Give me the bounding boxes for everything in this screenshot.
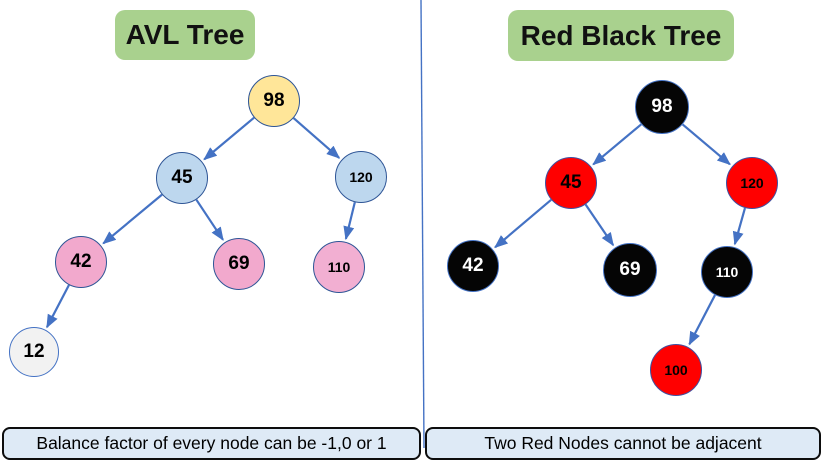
panel-divider-line	[420, 0, 425, 449]
avl-node-12: 12	[9, 327, 59, 377]
avl-node-98: 98	[248, 75, 300, 127]
red-black-tree-title-label: Red Black Tree	[520, 19, 722, 51]
avl-caption-box: Balance factor of every node can be -1,0…	[2, 427, 421, 460]
avl-tree-title-label: AVL Tree	[125, 19, 245, 50]
red-black-caption-box: Two Red Nodes cannot be adjacent	[425, 427, 821, 460]
red-black-tree-title: Red Black Tree	[508, 10, 734, 61]
rb-edge-110-100	[688, 294, 716, 346]
avl-edge-98-45	[203, 116, 255, 161]
avl-node-42: 42	[55, 236, 107, 288]
avl-node-110: 110	[313, 241, 365, 293]
avl-node-45: 45	[156, 152, 208, 204]
avl-edge-98-120	[292, 117, 341, 159]
red-black-caption-text: Two Red Nodes cannot be adjacent	[484, 433, 762, 453]
avl-edge-45-42	[102, 193, 163, 245]
rb-edge-98-45	[592, 123, 642, 166]
avl-tree-title: AVL Tree	[115, 10, 255, 60]
avl-node-120: 120	[335, 151, 387, 203]
rb-node-120: 120	[726, 157, 778, 209]
rb-node-42: 42	[447, 240, 499, 292]
avl-node-69: 69	[213, 238, 265, 290]
rb-node-110: 110	[701, 246, 753, 298]
avl-edge-42-12	[45, 284, 70, 329]
rb-node-69: 69	[603, 243, 657, 297]
rb-edge-98-120	[681, 123, 731, 166]
rb-node-100: 100	[650, 344, 702, 396]
avl-edge-120-110	[343, 201, 356, 241]
rb-node-98: 98	[635, 80, 689, 134]
rb-edge-45-69	[584, 203, 615, 247]
avl-caption-text: Balance factor of every node can be -1,0…	[36, 433, 387, 453]
avl-edge-45-69	[195, 199, 224, 241]
rb-edge-120-110	[732, 207, 747, 246]
rb-edge-45-42	[494, 198, 552, 249]
rb-node-45: 45	[545, 157, 597, 209]
